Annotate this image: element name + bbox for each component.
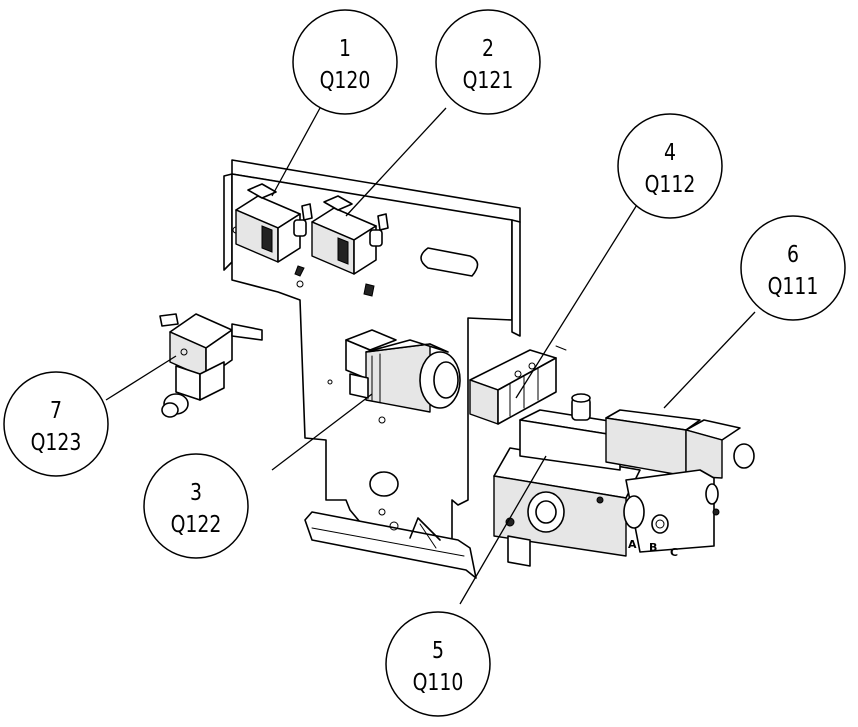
callout-7-number: 7 xyxy=(50,396,62,423)
callout-2-code: Q121 xyxy=(463,66,514,93)
callout-3-code: Q122 xyxy=(171,510,222,537)
callout-3-number: 3 xyxy=(190,478,202,505)
callout-7: 7 Q123 xyxy=(3,371,109,477)
callout-4-code: Q112 xyxy=(645,170,696,197)
callout-6-code: Q111 xyxy=(768,272,819,299)
valve-part-2 xyxy=(311,195,389,297)
callout-5-number: 5 xyxy=(432,636,444,663)
callout-4: 4 Q112 xyxy=(617,113,723,219)
valve-part-6 xyxy=(605,409,755,553)
valve-part-4 xyxy=(469,345,567,425)
leader-lines xyxy=(105,107,756,605)
port-label-c: C xyxy=(670,546,678,559)
callout-5: 5 Q110 xyxy=(385,611,491,717)
callout-1-code: Q120 xyxy=(320,66,371,93)
valve-part-7 xyxy=(159,313,263,418)
valve-part-3 xyxy=(345,329,461,413)
callout-2-number: 2 xyxy=(482,34,494,61)
callout-6: 6 Q111 xyxy=(740,215,846,321)
callout-5-code: Q110 xyxy=(413,668,464,695)
callout-6-number: 6 xyxy=(787,240,799,267)
callout-2: 2 Q121 xyxy=(435,9,541,115)
callout-3: 3 Q122 xyxy=(143,453,249,559)
port-label-a: A xyxy=(628,538,637,551)
callout-4-number: 4 xyxy=(664,138,676,165)
callout-7-code: Q123 xyxy=(31,428,82,455)
port-label-b: B xyxy=(649,541,657,554)
callout-1-number: 1 xyxy=(339,34,351,61)
port-labels: A B C xyxy=(628,538,678,559)
callout-1: 1 Q120 xyxy=(292,9,398,115)
valve-part-1 xyxy=(235,183,313,277)
